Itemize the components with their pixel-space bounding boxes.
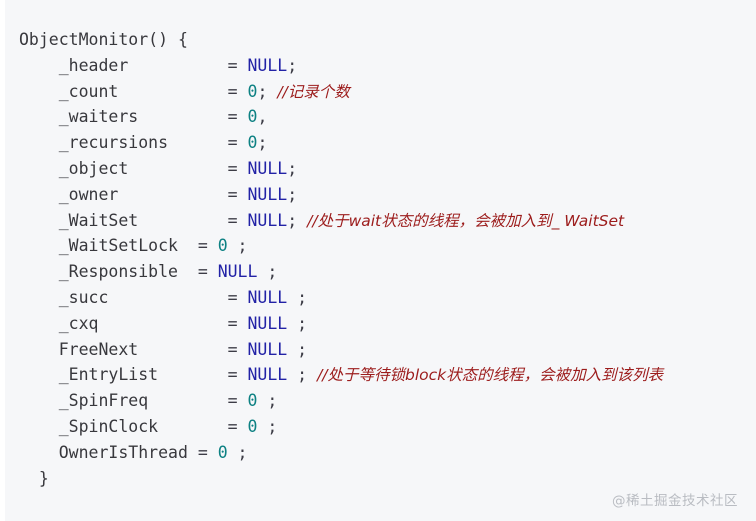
code-token-plain: _header	[19, 55, 228, 75]
code-token-op: =	[227, 365, 248, 385]
code-token-number: 0	[247, 391, 258, 411]
code-line: _count = 0; //记录个数	[0, 79, 756, 105]
code-token-plain: _owner	[19, 184, 228, 204]
code-token-plain: _SpinFreq	[19, 391, 228, 411]
code-token-keyword: NULL	[247, 184, 288, 204]
code-token-op: =	[197, 442, 218, 462]
code-token-op: ;	[257, 81, 278, 101]
code-token-op: =	[227, 210, 248, 230]
code-token-op: ;	[287, 313, 308, 333]
code-token-keyword: NULL	[247, 287, 288, 307]
code-token-op: =	[227, 313, 248, 333]
code-token-op: =	[227, 107, 248, 127]
code-token-op: ;	[227, 236, 248, 256]
code-token-plain: _recursions	[19, 133, 228, 153]
code-token-plain: _Responsible	[19, 262, 198, 282]
code-token-keyword: NULL	[247, 55, 288, 75]
code-token-plain: }	[19, 468, 49, 488]
code-token-plain: _SpinClock	[19, 416, 228, 436]
code-line: _EntryList = NULL ; //处于等待锁block状态的线程，会被…	[0, 362, 756, 388]
code-line: _recursions = 0;	[0, 130, 756, 156]
code-token-number: 0	[247, 81, 258, 101]
code-token-plain: OwnerIsThread	[19, 442, 198, 462]
code-token-comment: //记录个数	[277, 82, 350, 101]
code-line: FreeNext = NULL ;	[0, 337, 756, 363]
code-token-number: 0	[217, 442, 228, 462]
code-token-comment: //处于wait状态的线程，会被加入到_ WaitSet	[307, 211, 625, 230]
code-token-op: =	[227, 55, 248, 75]
code-line: _SpinFreq = 0 ;	[0, 388, 756, 414]
code-token-keyword: NULL	[247, 365, 288, 385]
code-token-op: =	[227, 391, 248, 411]
code-token-op: ;	[257, 262, 278, 282]
code-line: _WaitSetLock = 0 ;	[0, 233, 756, 259]
watermark: @稀土掘金技术社区	[612, 493, 738, 509]
left-gutter-strip	[0, 0, 5, 521]
code-token-op: =	[227, 184, 248, 204]
code-token-op: =	[197, 236, 218, 256]
code-token-comment: //处于等待锁block状态的线程，会被加入到该列表	[317, 366, 664, 385]
code-token-op: =	[227, 81, 248, 101]
code-token-plain: _cxq	[19, 313, 228, 333]
code-token-op: =	[227, 158, 248, 178]
code-block[interactable]: ObjectMonitor() { _header = NULL; _count…	[0, 13, 756, 521]
code-token-keyword: NULL	[217, 262, 258, 282]
code-token-op: ;	[227, 442, 248, 462]
code-token-plain: _object	[19, 158, 228, 178]
code-line: ObjectMonitor() {	[0, 27, 756, 53]
code-token-op: ;	[257, 391, 278, 411]
code-token-op: ;	[287, 55, 298, 75]
code-token-op: =	[227, 339, 248, 359]
code-token-plain: FreeNext	[19, 339, 228, 359]
code-token-keyword: NULL	[247, 210, 288, 230]
code-line: OwnerIsThread = 0 ;	[0, 440, 756, 466]
code-token-plain: ObjectMonitor() {	[19, 30, 188, 49]
code-token-plain: _count	[19, 81, 228, 101]
code-token-op: ,	[257, 107, 268, 127]
code-line: _owner = NULL;	[0, 182, 756, 208]
code-token-op: ;	[287, 184, 298, 204]
code-line: _object = NULL;	[0, 156, 756, 182]
code-token-op: ;	[287, 287, 308, 307]
code-token-op: ;	[287, 365, 318, 385]
code-token-plain: _succ	[19, 287, 228, 307]
code-token-keyword: NULL	[247, 313, 288, 333]
code-token-keyword: NULL	[247, 339, 288, 359]
code-line: _Responsible = NULL ;	[0, 259, 756, 285]
code-token-plain: _WaitSet	[19, 210, 228, 230]
code-token-keyword: NULL	[247, 158, 288, 178]
code-token-number: 0	[217, 236, 228, 256]
code-line: _header = NULL;	[0, 53, 756, 79]
code-line: _WaitSet = NULL; //处于wait状态的线程，会被加入到_ Wa…	[0, 208, 756, 234]
code-line: _cxq = NULL ;	[0, 311, 756, 337]
code-token-number: 0	[247, 107, 258, 127]
code-line: }	[0, 466, 756, 492]
code-token-op: ;	[287, 210, 308, 230]
code-line: _succ = NULL ;	[0, 285, 756, 311]
code-token-op: =	[227, 287, 248, 307]
code-token-op: =	[227, 133, 248, 153]
code-line: _waiters = 0,	[0, 104, 756, 130]
code-token-plain: _WaitSetLock	[19, 236, 198, 256]
code-token-op: ;	[257, 416, 278, 436]
code-token-op: =	[227, 416, 248, 436]
code-token-number: 0	[247, 416, 258, 436]
code-token-plain: _EntryList	[19, 365, 228, 385]
code-token-plain: _waiters	[19, 107, 228, 127]
code-token-op: =	[197, 262, 218, 282]
code-token-op: ;	[287, 339, 308, 359]
code-line: _SpinClock = 0 ;	[0, 414, 756, 440]
code-token-op: ;	[287, 158, 298, 178]
code-token-number: 0	[247, 133, 258, 153]
code-token-op: ;	[257, 133, 268, 153]
